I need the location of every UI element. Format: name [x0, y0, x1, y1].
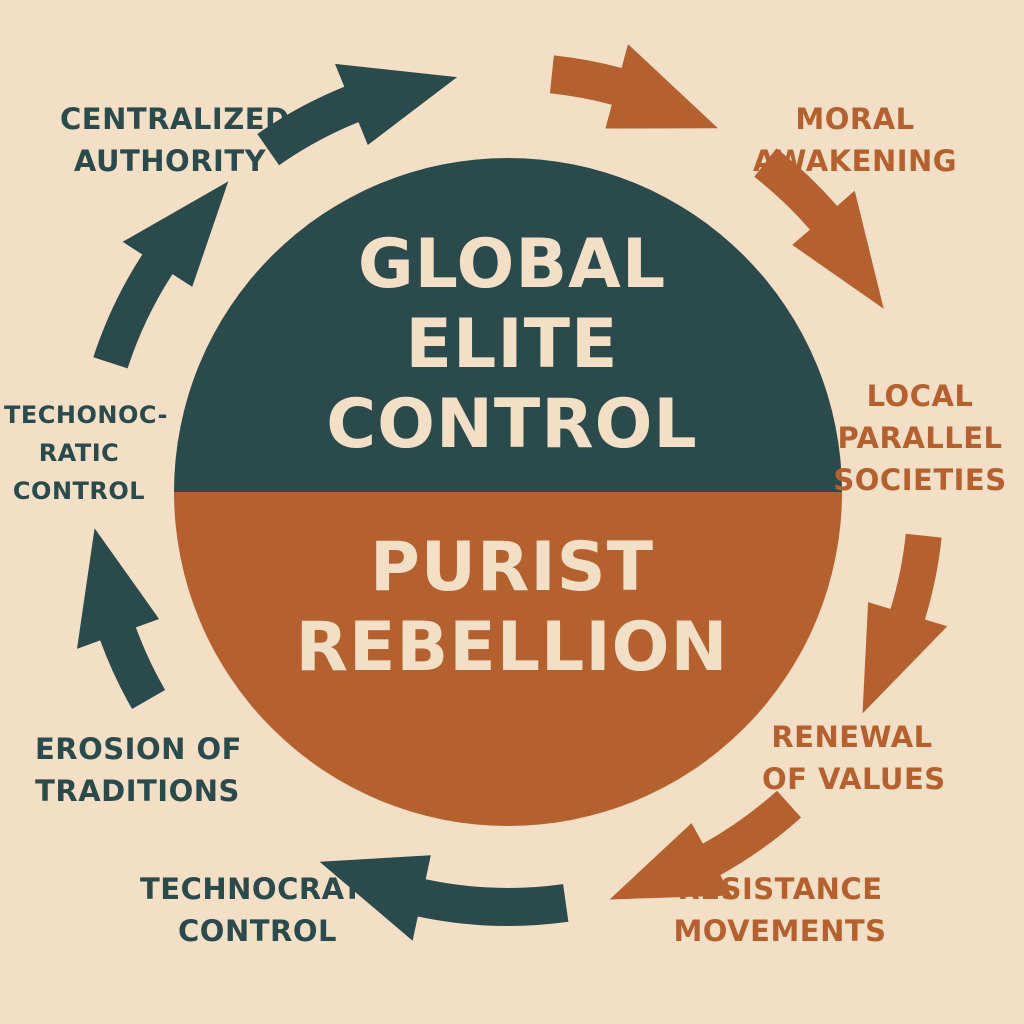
arrow-to-renewal-icon: [862, 533, 948, 714]
label-line: LOCAL: [866, 379, 974, 413]
title-line: GLOBAL: [357, 225, 667, 304]
label-line: AUTHORITY: [73, 144, 267, 178]
label-line: MOVEMENTS: [673, 914, 887, 948]
label-line: MORAL: [795, 102, 915, 136]
purist-rebellion-title: PURIST REBELLION: [180, 528, 844, 688]
arrow-to-top-icon: [257, 63, 458, 166]
arrow-to-local-parallel-icon: [754, 148, 884, 309]
arrow-to-erosion-icon: [319, 855, 569, 941]
global-elite-control-title: GLOBAL ELITE CONTROL: [180, 225, 844, 465]
label-line: CONTROL: [178, 914, 337, 948]
label-renewal-of-values: RENEWAL OF VALUES: [762, 716, 946, 800]
label-line: OF VALUES: [762, 762, 946, 796]
label-centralized-authority: CENTRALIZED AUTHORITY: [60, 98, 290, 182]
title-line: CONTROL: [326, 385, 698, 464]
label-line: RATIC: [38, 439, 120, 467]
title-line: PURIST: [369, 528, 655, 607]
label-resistance-movements: RESISTANCE MOVEMENTS: [670, 868, 890, 952]
label-line: PARALLEL: [837, 421, 1003, 455]
title-line: ELITE: [405, 305, 619, 384]
label-line: EROSION OF: [35, 732, 242, 766]
arrow-to-moral-awakening-icon: [549, 44, 718, 129]
label-line: CENTRALIZED: [60, 102, 290, 136]
label-line: TECHNOCRATIC: [140, 872, 396, 906]
label-erosion-of-traditions: EROSION OF TRADITIONS: [35, 728, 242, 812]
cycle-arrows: [77, 44, 948, 941]
label-technocratic-control-bottom: TECHNOCRATIC CONTROL: [140, 868, 396, 952]
label-line: RENEWAL: [771, 720, 933, 754]
label-line: TECHONOC-: [4, 401, 168, 429]
label-line: CONTROL: [12, 477, 146, 505]
arrow-to-technocratic-left-icon: [77, 528, 166, 709]
label-technocratic-control-left: TECHONOC- RATIC CONTROL: [4, 396, 168, 510]
label-line: RESISTANCE: [677, 872, 883, 906]
title-line: REBELLION: [295, 608, 729, 687]
label-local-parallel-societies: LOCAL PARALLEL SOCIETIES: [830, 375, 1010, 501]
arrow-to-resistance-icon: [609, 790, 802, 900]
arrow-to-centralized-icon: [93, 181, 229, 369]
label-line: SOCIETIES: [833, 463, 1007, 497]
label-moral-awakening: MORAL AWAKENING: [750, 98, 960, 182]
label-line: TRADITIONS: [35, 774, 240, 808]
label-line: AWAKENING: [752, 144, 958, 178]
